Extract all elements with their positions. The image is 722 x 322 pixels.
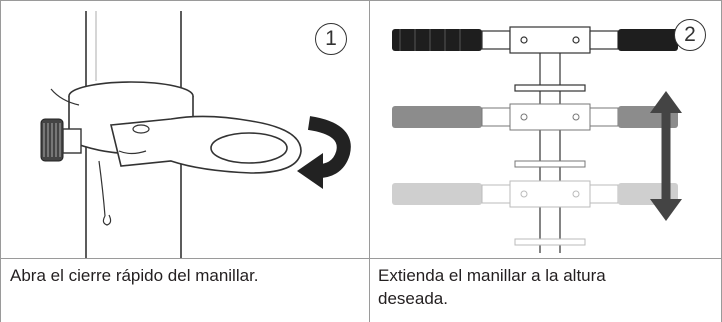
step-2-caption: Extienda el manillar a la altura deseada… [378,266,606,308]
table-row-divider [0,258,722,259]
step-1-illustration: 1 [1,1,369,258]
table-column-divider [369,0,370,322]
table-border-top [0,0,722,1]
step-2-illustration: 2 [370,1,721,258]
step-1-number: 1 [315,23,347,55]
step-2-number: 2 [674,19,706,51]
table-border-left [0,0,1,322]
quick-release-illustration [40,11,351,258]
handlebar-height-illustration [392,26,682,253]
step-1-caption: Abra el cierre rápido del manillar. [10,266,259,285]
